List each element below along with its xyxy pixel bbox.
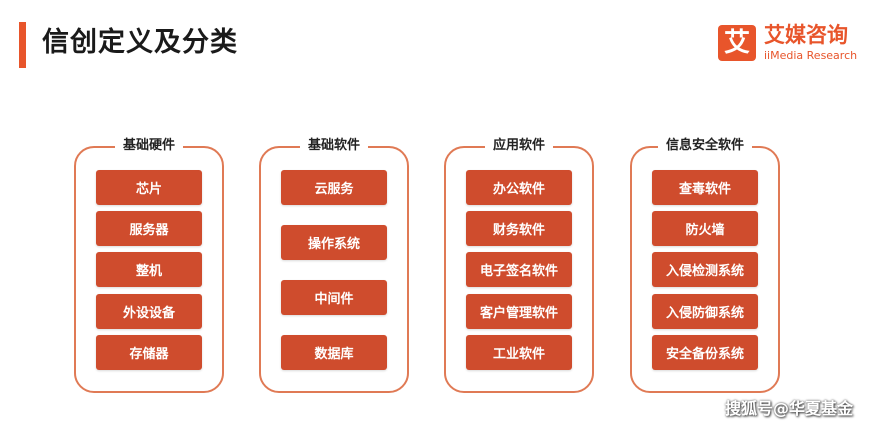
item-crm-software: 客户管理软件 <box>466 294 572 329</box>
item-office-software: 办公软件 <box>466 170 572 205</box>
title-accent-bar <box>19 22 26 68</box>
page-title: 信创定义及分类 <box>42 27 238 58</box>
logo-name-en: iiMedia Research <box>764 49 858 62</box>
item-peripheral: 外设设备 <box>96 294 202 329</box>
group-basic-hardware: 基础硬件 芯片 服务器 整机 外设设备 存储器 <box>74 136 224 393</box>
item-finance-software: 财务软件 <box>466 211 572 246</box>
item-cloud-service: 云服务 <box>281 170 387 205</box>
item-antivirus: 查毒软件 <box>652 170 758 205</box>
item-database: 数据库 <box>281 335 387 370</box>
item-storage: 存储器 <box>96 335 202 370</box>
logo-mark: 艾 <box>718 25 756 61</box>
item-intrusion-detection: 入侵检测系统 <box>652 252 758 287</box>
item-firewall: 防火墙 <box>652 211 758 246</box>
logo-name-cn: 艾媒咨询 <box>764 23 848 47</box>
item-whole-machine: 整机 <box>96 252 202 287</box>
item-middleware: 中间件 <box>281 280 387 315</box>
group-title: 应用软件 <box>484 136 554 156</box>
item-server: 服务器 <box>96 211 202 246</box>
watermark: 搜狐号@华夏基金 <box>725 399 854 418</box>
item-security-backup: 安全备份系统 <box>652 335 758 370</box>
item-chip: 芯片 <box>96 170 202 205</box>
group-basic-software: 基础软件 云服务 操作系统 中间件 数据库 <box>259 136 409 393</box>
item-e-signature-software: 电子签名软件 <box>466 252 572 287</box>
group-title: 基础软件 <box>299 136 369 156</box>
item-operating-system: 操作系统 <box>281 225 387 260</box>
group-application-software: 应用软件 办公软件 财务软件 电子签名软件 客户管理软件 工业软件 <box>444 136 594 393</box>
iimedia-logo: 艾 艾媒咨询 iiMedia Research <box>718 22 868 66</box>
item-industrial-software: 工业软件 <box>466 335 572 370</box>
group-security-software: 信息安全软件 查毒软件 防火墙 入侵检测系统 入侵防御系统 安全备份系统 <box>630 136 780 393</box>
item-intrusion-prevention: 入侵防御系统 <box>652 294 758 329</box>
group-title: 信息安全软件 <box>657 136 753 156</box>
group-title: 基础硬件 <box>114 136 184 156</box>
